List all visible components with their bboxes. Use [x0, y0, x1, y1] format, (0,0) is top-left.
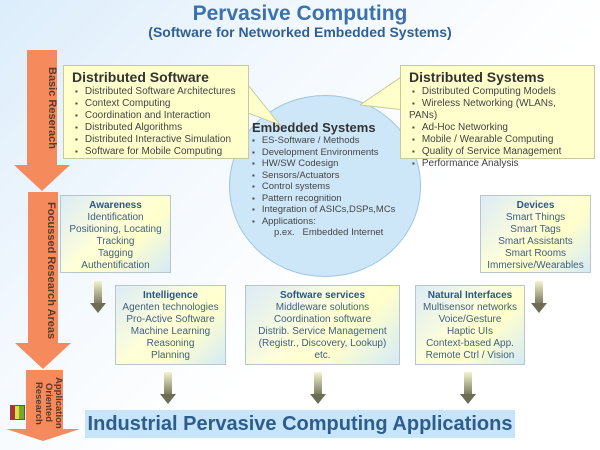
list-item: Smart Assistants: [498, 236, 573, 247]
stage-arrow-application: [26, 370, 63, 430]
callout-tail-left: [240, 74, 282, 127]
list-item: Pattern recognition: [252, 193, 412, 205]
list-item: Applications:: [252, 216, 412, 228]
distributed-software-box: Distributed Software Distributed Softwar…: [63, 65, 249, 159]
list-item: Quality of Service Management: [409, 146, 586, 158]
stage-label-basic: Basic Reserach: [46, 67, 58, 149]
list-item: Performance Analysis: [409, 158, 586, 170]
devices-box: Devices Smart Things Smart Tags Smart As…: [480, 195, 591, 273]
list-item: Smart Rooms: [504, 248, 567, 259]
list-item: Machine Learning: [130, 326, 211, 337]
awareness-box: Awareness Identification Positioning, Lo…: [60, 195, 171, 273]
down-arrow-icon: [460, 372, 476, 404]
list-item: Distributed Interactive Simulation: [72, 134, 240, 146]
list-item: Integration of ASICs,DSPs,MCs: [252, 204, 412, 216]
title: Pervasive Computing: [192, 2, 408, 25]
list-item: Software for Mobile Computing: [72, 146, 240, 158]
list-item: Identification: [87, 212, 144, 223]
list-item: Distrib. Service Management: [258, 326, 387, 337]
list-item: Voice/Gesture: [438, 314, 502, 325]
down-arrow-icon: [160, 372, 176, 404]
stage-arrow-head: [6, 429, 80, 441]
box-title: Intelligence: [142, 290, 198, 301]
list-item: Multisensor networks: [423, 302, 517, 313]
list-item: Control systems: [252, 181, 412, 193]
subtitle: (Software for Networked Embedded Systems…: [148, 24, 452, 40]
list-item: ES-Software / Methods: [252, 135, 412, 147]
list-item: Positioning, Locating: [69, 224, 162, 235]
natural-interfaces-box: Natural Interfaces Multisensor networks …: [415, 285, 525, 365]
list-item: Development Environments: [252, 147, 412, 159]
stage-arrow-basic: [27, 50, 57, 166]
list-item: Haptic UIs: [446, 326, 494, 337]
list-item: Wireless Networking (WLANs, PANs): [409, 98, 586, 122]
list-item: Distributed Algorithms: [72, 122, 240, 134]
box-title: Software services: [279, 290, 366, 301]
list-item: Sensors/Actuators: [252, 170, 412, 182]
example-text: p.ex. Embedded Internet: [274, 227, 384, 238]
distributed-systems-box: Distributed Systems Distributed Computin…: [400, 65, 595, 169]
list-item: Smart Tags: [510, 224, 561, 235]
software-services-box: Software services Middleware solutions C…: [245, 285, 400, 365]
box-title: Distributed Software: [72, 69, 209, 85]
list-item: (Registr., Discovery, Lookup): [258, 338, 387, 349]
list-item: Mobile / Wearable Computing: [409, 134, 586, 146]
list-item: Coordination software: [273, 314, 372, 325]
embedded-systems: Embedded Systems ES-Software / Methods D…: [252, 120, 412, 238]
list-item: Distributed Software Architectures: [72, 86, 240, 98]
list-item: Immersive/Wearables: [487, 260, 584, 271]
down-arrow-icon: [90, 281, 106, 313]
intelligence-box: Intelligence Agenten technologies Pro-Ac…: [115, 285, 226, 365]
stage-label-focussed: Focussed Research Areas: [45, 202, 57, 340]
list-item: Coordination and Interaction: [72, 110, 240, 122]
list-item: Distributed Computing Models: [409, 86, 586, 98]
list-item: Reasoning: [146, 338, 195, 349]
list-item: Remote Ctrl / Vision: [425, 350, 515, 361]
list-item: Tracking: [96, 236, 135, 247]
list-item: Authentification: [81, 260, 150, 271]
stage-arrow-head: [14, 165, 70, 191]
box-title: Awareness: [89, 200, 142, 211]
box-title: Devices: [516, 200, 555, 211]
down-arrow-icon: [531, 281, 547, 313]
stage-label-application: Application Oriented Research: [33, 377, 64, 429]
list-item: Agenten technologies: [122, 302, 219, 313]
list-item: Tagging: [97, 248, 134, 259]
list-item: Context-based App.: [426, 338, 514, 349]
list-item: Ad-Hoc Networking: [409, 122, 586, 134]
list-item: Context Computing: [72, 98, 240, 110]
list-item: Middleware solutions: [275, 302, 370, 313]
stage-arrow-head: [15, 343, 71, 369]
list-item: Pro-Active Software: [126, 314, 215, 325]
applications-banner: Industrial Pervasive Computing Applicati…: [85, 410, 515, 438]
stage-arrow-focussed: [28, 192, 58, 344]
list-item: HW/SW Codesign: [252, 158, 412, 170]
logo: [10, 405, 25, 420]
list-item: Planning: [151, 350, 190, 361]
box-title: Distributed Systems: [409, 69, 545, 85]
list-item: Smart Things: [505, 212, 566, 223]
box-title: Natural Interfaces: [427, 290, 513, 301]
down-arrow-icon: [310, 372, 326, 404]
list-item: etc.: [314, 350, 331, 361]
box-title: Embedded Systems: [252, 120, 376, 135]
